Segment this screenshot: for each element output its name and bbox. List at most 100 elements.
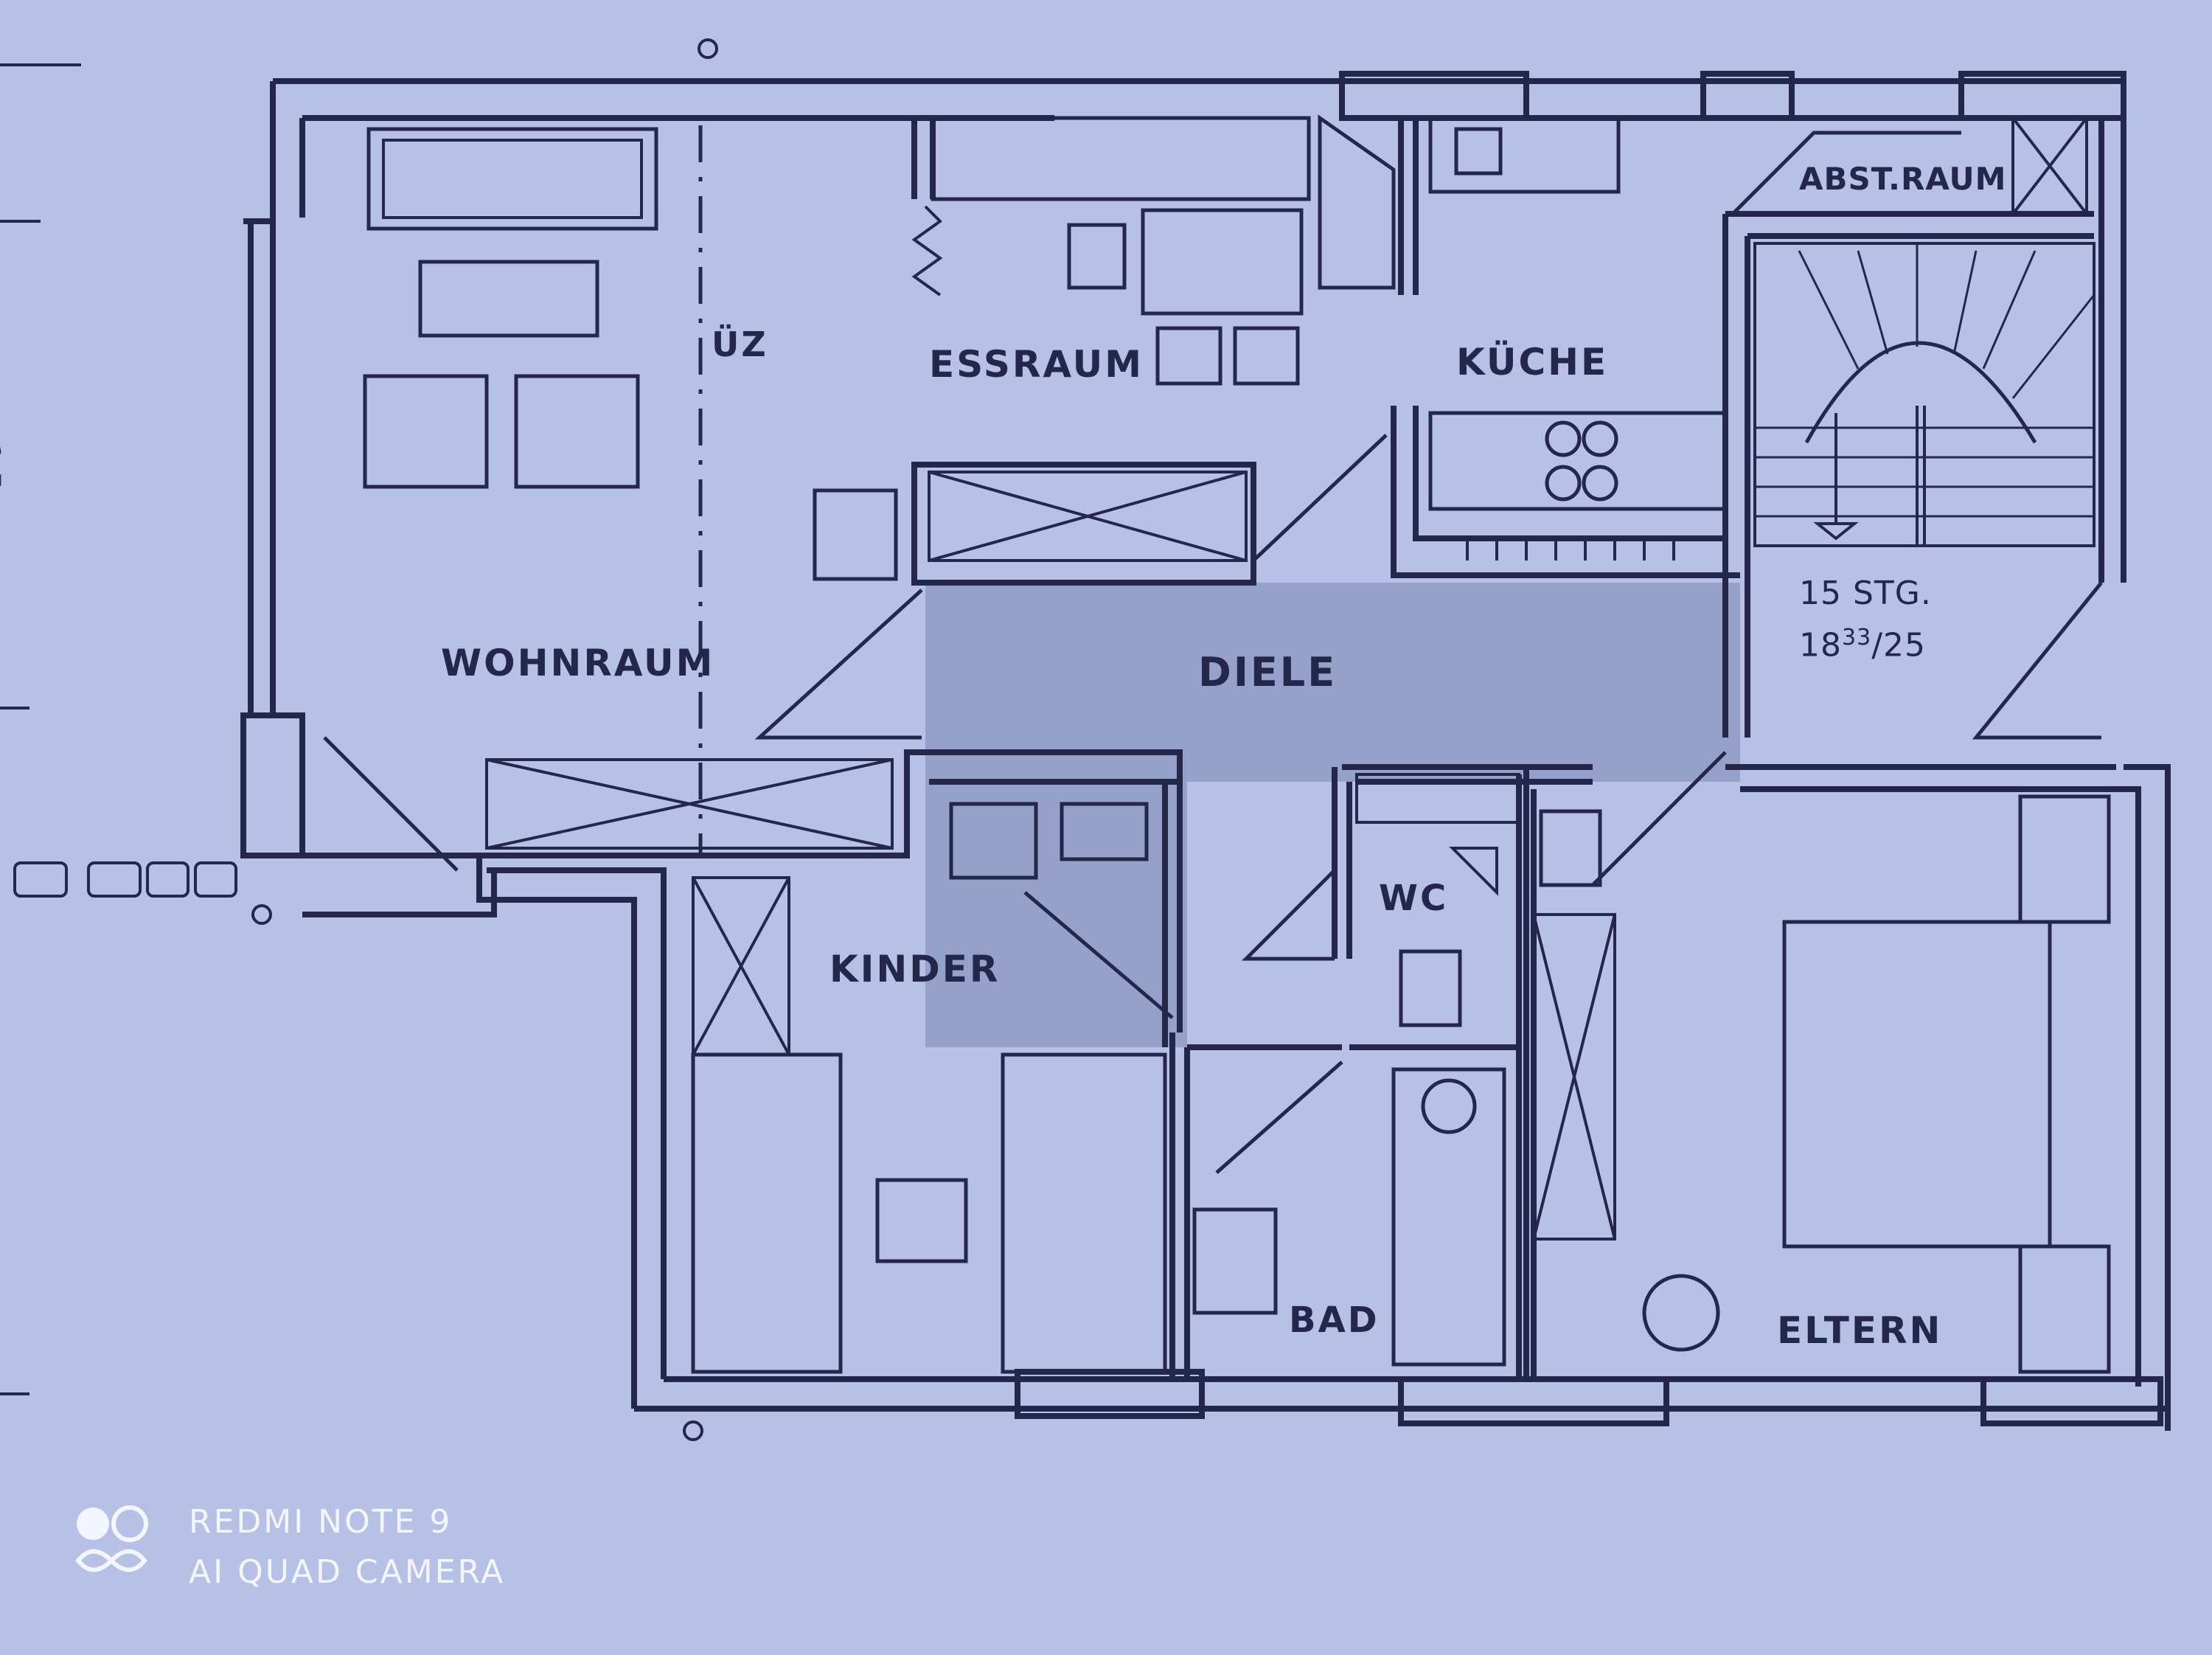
door-kinder bbox=[1023, 891, 1174, 1019]
stove-burner bbox=[1582, 465, 1618, 502]
wall-kinder-right bbox=[1162, 782, 1183, 1047]
stair-treads bbox=[1755, 243, 2096, 518]
room-label-eltern: ELTERN bbox=[1777, 1309, 1943, 1352]
eltern-shelf bbox=[1539, 809, 1602, 887]
scale-note: 1:5 bbox=[0, 443, 6, 490]
stove-burner bbox=[1545, 465, 1582, 502]
room-label-abstellraum: ABST.RAUM bbox=[1799, 161, 2007, 197]
wc-toilet bbox=[1399, 949, 1462, 1027]
wc-basin bbox=[1449, 847, 1498, 896]
wardrobe-diele bbox=[928, 471, 1248, 562]
paving-stone bbox=[13, 861, 68, 898]
wall-kueche-left bbox=[1398, 118, 1419, 295]
wall-kueche-bottom bbox=[1391, 406, 1740, 578]
wohnraum-bottom-wall bbox=[302, 853, 667, 1409]
watermark-line1: REDMI NOTE 9 bbox=[189, 1503, 453, 1541]
paving-stone bbox=[87, 861, 142, 898]
wall-bad-left bbox=[1169, 1033, 1190, 1379]
wardrobe-kinder bbox=[692, 876, 790, 1056]
wardrobe-wohnraum bbox=[485, 758, 894, 850]
terrace-line bbox=[302, 870, 497, 917]
armchair-left bbox=[363, 374, 489, 489]
stair-arc bbox=[1804, 341, 2037, 444]
kinder-cabinet bbox=[1060, 802, 1149, 861]
room-label-uez: ÜZ bbox=[712, 325, 768, 364]
stair-arrow bbox=[1813, 413, 1859, 541]
door-terrace bbox=[323, 736, 459, 872]
stair-rise-sup: 33 bbox=[1842, 625, 1872, 650]
wall-block bbox=[1980, 1376, 2163, 1426]
corner-cabinet bbox=[1318, 114, 1396, 290]
bathtub bbox=[1391, 1067, 1506, 1367]
wall-stair-top bbox=[1725, 211, 2094, 239]
sofa-inner bbox=[382, 139, 643, 219]
stair-rise-base: 18 bbox=[1799, 626, 1842, 665]
chair bbox=[1233, 326, 1300, 386]
sofa bbox=[366, 127, 658, 231]
stair-rise: 1833/25 bbox=[1799, 616, 1932, 668]
room-label-wohnraum: WOHNRAUM bbox=[441, 642, 715, 684]
wall-wc-left bbox=[1332, 767, 1352, 959]
room-label-essraum: ESSRAUM bbox=[929, 343, 1144, 386]
wardrobe-abstraum bbox=[2011, 117, 2088, 215]
door-wc bbox=[1241, 869, 1336, 961]
room-label-kinder: KINDER bbox=[830, 948, 1001, 990]
plant-stand bbox=[813, 488, 898, 581]
chair bbox=[1067, 223, 1127, 290]
dining-table bbox=[1141, 208, 1304, 316]
door-eltern bbox=[1591, 751, 1727, 887]
marker-circle bbox=[251, 904, 272, 925]
coffee-table bbox=[418, 260, 599, 338]
spring-symbol bbox=[911, 205, 943, 296]
kitchen-counter-bottom bbox=[1428, 411, 1728, 511]
kitchen-counter-top bbox=[1428, 116, 1621, 194]
door-bad bbox=[1215, 1061, 1343, 1174]
hall-shading bbox=[925, 583, 1740, 1047]
room-label-kueche: KÜCHE bbox=[1456, 341, 1609, 384]
marker-circle bbox=[683, 1420, 703, 1441]
wall-wc-top bbox=[1342, 764, 1593, 785]
kinder-bed-right bbox=[1001, 1052, 1167, 1374]
wardrobe-eltern bbox=[1532, 913, 1616, 1241]
paving-stone bbox=[194, 861, 237, 898]
eltern-nightstand bbox=[2018, 1244, 2111, 1374]
stair-outline bbox=[1753, 242, 2096, 547]
kinder-bed-left bbox=[691, 1052, 843, 1374]
bathtub-drain bbox=[1421, 1078, 1477, 1134]
marker-circle bbox=[698, 38, 718, 59]
margin-tick bbox=[0, 63, 81, 1395]
wall-block bbox=[1398, 1376, 1669, 1426]
bad-basin bbox=[1192, 1207, 1278, 1315]
stair-note: 15 STG. 1833/25 bbox=[1799, 572, 1932, 668]
radiator-kueche bbox=[1445, 537, 1696, 561]
kinder-desk bbox=[875, 1178, 968, 1263]
wall-eltern-top bbox=[1725, 764, 2116, 792]
wc-fixture-row bbox=[1355, 773, 1520, 824]
kinder-cabinet bbox=[949, 802, 1038, 880]
eltern-chair bbox=[1642, 1274, 1720, 1352]
stair-center bbox=[1916, 406, 1926, 546]
kitchen-sink bbox=[1454, 127, 1503, 176]
watermark-line2: AI QUAD CAMERA bbox=[189, 1553, 506, 1591]
door-abstraum bbox=[1731, 131, 1961, 215]
stove-burner bbox=[1545, 420, 1582, 457]
eltern-bed bbox=[1782, 920, 2052, 1249]
eltern-nightstand bbox=[2018, 794, 2111, 924]
outer-wall-left bbox=[270, 81, 305, 221]
armchair-right bbox=[514, 374, 640, 489]
chair bbox=[1155, 326, 1222, 386]
camera-logo-icon bbox=[75, 1505, 148, 1572]
door-kueche bbox=[1252, 434, 1388, 562]
stair-steps: 15 STG. bbox=[1799, 575, 1932, 612]
wall-block bbox=[1700, 71, 1795, 121]
outer-wall-right-lower bbox=[2101, 764, 2171, 1431]
outer-wall-right bbox=[2098, 81, 2126, 583]
door-stair bbox=[1972, 581, 2103, 740]
wall-essraum-left bbox=[911, 118, 936, 199]
room-label-bad: BAD bbox=[1289, 1300, 1380, 1341]
room-label-diele: DIELE bbox=[1198, 649, 1338, 695]
stair-rise-tail: /25 bbox=[1871, 626, 1926, 665]
door-wohnraum bbox=[754, 589, 923, 740]
stove-burner bbox=[1582, 420, 1618, 457]
